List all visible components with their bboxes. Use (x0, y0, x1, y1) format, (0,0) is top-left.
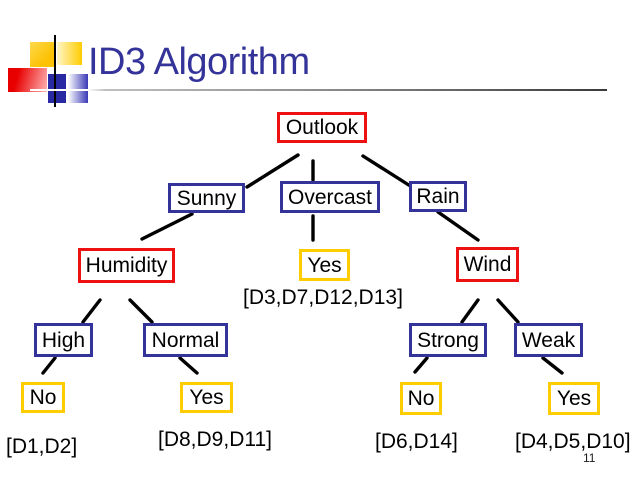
tree-edge-high-no-high (41, 356, 57, 375)
example-set-no-high: [D1,D2] (6, 435, 78, 458)
tree-edge-weak-yes-weak (541, 356, 564, 375)
example-set-yes-overcast: [D3,D7,D12,D13] (243, 286, 403, 309)
tree-edge-sunny-humidity (140, 212, 194, 241)
tree-edge-strong-no-strong (413, 356, 429, 374)
logo-square-light-blue (68, 74, 88, 103)
page-number: 11 (583, 451, 596, 465)
tree-edge-normal-yes-normal (178, 356, 199, 375)
tree-node-wind: Wind (456, 247, 519, 282)
tree-node-yes-weak: Yes (548, 382, 600, 415)
tree-node-weak: Weak (514, 323, 583, 357)
tree-edge-wind-weak (496, 298, 520, 324)
tree-node-sunny: Sunny (168, 183, 245, 213)
tree-node-no-high: No (21, 382, 65, 413)
tree-node-strong: Strong (409, 323, 487, 357)
slide-template-logo (0, 0, 120, 120)
tree-node-yes-overcast: Yes (299, 249, 350, 281)
tree-edge-rain-wind (436, 210, 480, 242)
logo-square-yellow (30, 42, 54, 67)
tree-edge-wind-strong (460, 298, 480, 324)
tree-node-rain: Rain (409, 181, 467, 212)
page-title: ID3 Algorithm (88, 41, 310, 83)
tree-node-overcast: Overcast (280, 181, 380, 213)
tree-node-humidity: Humidity (78, 248, 175, 283)
title-underline (30, 89, 607, 91)
example-set-no-strong: [D6,D14] (375, 430, 458, 453)
logo-square-light-yellow (57, 42, 82, 65)
logo-square-blue (48, 74, 66, 103)
logo-vertical-line (54, 35, 56, 107)
tree-node-no-strong: No (400, 382, 442, 415)
tree-node-yes-normal: Yes (180, 382, 233, 413)
example-set-yes-normal: [D8,D9,D11] (158, 428, 272, 451)
tree-edge-humidity-normal (128, 298, 154, 324)
tree-node-high: High (34, 323, 93, 357)
logo-square-red (8, 68, 47, 92)
tree-node-normal: Normal (143, 323, 228, 357)
tree-edge-humidity-high (81, 298, 102, 324)
example-set-yes-weak: [D4,D5,D10] (515, 430, 631, 453)
tree-node-outlook: Outlook (277, 112, 367, 143)
